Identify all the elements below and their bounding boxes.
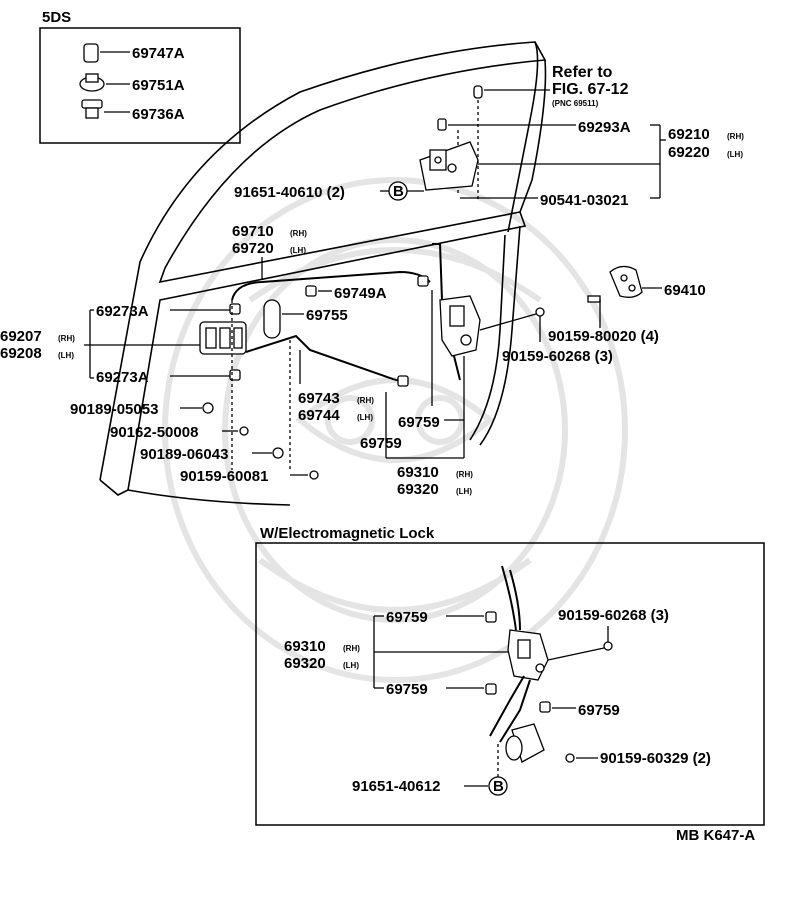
reference-pnc: (PNC 69511) (552, 99, 599, 108)
em-circle-b-letter: B (493, 778, 504, 795)
figure-code: MB K647-A (676, 827, 755, 844)
screw-90159-60268-icon (535, 307, 545, 317)
part-label-69410: 69410 (664, 282, 706, 299)
side-rh-69210: (RH) (727, 132, 744, 141)
part-label-69755: 69755 (306, 307, 348, 324)
door-outline (99, 41, 547, 506)
part-label-69208: 69208 (0, 345, 42, 362)
part-label-69710: 69710 (232, 223, 274, 240)
part-label-69210: 69210 (668, 126, 710, 143)
part-label-69220: 69220 (668, 144, 710, 161)
link-clip-icon (473, 85, 483, 99)
side-rh-69310: (RH) (456, 470, 473, 479)
part-label-69736A: 69736A (132, 106, 185, 123)
part-label-90159-80020: 90159-80020 (4) (548, 328, 659, 345)
em-clip-69759-mid-icon (485, 683, 497, 695)
side-lh-69220: (LH) (727, 150, 743, 159)
part-label-69207: 69207 (0, 328, 42, 345)
part-label-69751A: 69751A (132, 77, 185, 94)
watermark-emblem (162, 177, 628, 683)
em-part-label-69759-top: 69759 (386, 609, 428, 626)
em-side-rh-69310: (RH) (343, 644, 360, 653)
electromagnetic-title: W/Electromagnetic Lock (260, 525, 435, 542)
screw-90162-50008-icon (239, 426, 249, 436)
em-side-lh-69320: (LH) (343, 661, 359, 670)
bolt-90159-60081-icon (309, 470, 319, 480)
em-part-label-69310: 69310 (284, 638, 326, 655)
part-label-69759-b: 69759 (360, 435, 402, 452)
side-lh-69320: (LH) (456, 487, 472, 496)
em-part-label-69759-right: 69759 (578, 702, 620, 719)
side-lh-69720: (LH) (290, 246, 306, 255)
inside-handle-icon (199, 321, 247, 355)
clip-69749A-icon (305, 285, 317, 297)
side-rh-69207: (RH) (58, 334, 75, 343)
clip-69736A-icon (81, 99, 103, 119)
em-screw-90159-60268-icon (603, 641, 613, 651)
clip-inset-box (39, 27, 241, 144)
side-rh-69710: (RH) (290, 229, 307, 238)
clip-69759-lower-icon (397, 375, 409, 387)
side-lh-69208: (LH) (58, 351, 74, 360)
em-part-label-69759-mid: 69759 (386, 681, 428, 698)
nut-90189-06043-icon (272, 447, 284, 459)
part-label-69273A-top: 69273A (96, 303, 149, 320)
part-label-90159-60268: 90159-60268 (3) (502, 348, 613, 365)
electromagnetic-lock-assembly-icon (489, 565, 549, 763)
reference-line-2: FIG. 67-12 (552, 81, 629, 98)
screw-90159-80020-icon (587, 295, 601, 303)
part-label-69749A: 69749A (334, 285, 387, 302)
side-rh-69743: (RH) (357, 396, 374, 405)
part-label-69743: 69743 (298, 390, 340, 407)
door-lock-assembly-icon (432, 243, 481, 381)
part-label-69747A: 69747A (132, 45, 185, 62)
clip-69759-upper-icon (417, 275, 429, 287)
electromagnetic-inset-box (255, 542, 765, 826)
part-label-90159-60081: 90159-60081 (180, 468, 268, 485)
side-lh-69744: (LH) (357, 413, 373, 422)
part-label-90541-03021: 90541-03021 (540, 192, 628, 209)
part-label-69720: 69720 (232, 240, 274, 257)
part-label-69744: 69744 (298, 407, 340, 424)
reference-line-1: Refer to (552, 64, 613, 81)
part-label-69273A-bottom: 69273A (96, 369, 149, 386)
remote-rod (245, 334, 406, 382)
nut-90189-05053-icon (202, 402, 214, 414)
section-label: 5DS (42, 9, 71, 26)
em-screw-90159-60329-icon (565, 753, 575, 763)
clip-69747A-icon (83, 43, 99, 63)
em-part-label-91651-40612: 91651-40612 (352, 778, 440, 795)
circle-b-letter: B (393, 183, 404, 200)
part-label-69293A: 69293A (578, 119, 631, 136)
part-label-69320: 69320 (397, 481, 439, 498)
clip-69751A-icon (79, 73, 105, 92)
em-part-label-90159-60329: 90159-60329 (2) (600, 750, 711, 767)
part-label-90189-05053: 90189-05053 (70, 401, 158, 418)
part-label-91651-40610: 91651-40610 (2) (234, 184, 345, 201)
em-part-label-90159-60268: 90159-60268 (3) (558, 607, 669, 624)
clip-69293A-icon (437, 118, 447, 131)
em-part-label-69320: 69320 (284, 655, 326, 672)
em-clip-69759-right-icon (539, 701, 551, 713)
cover-69755-icon (263, 299, 281, 339)
part-label-90189-06043: 90189-06043 (140, 446, 228, 463)
part-label-69759-a: 69759 (398, 414, 440, 431)
striker-69410-icon (609, 265, 643, 298)
outside-handle-icon (419, 141, 479, 191)
part-label-90162-50008: 90162-50008 (110, 424, 198, 441)
part-label-69310: 69310 (397, 464, 439, 481)
em-clip-69759-top-icon (485, 611, 497, 623)
